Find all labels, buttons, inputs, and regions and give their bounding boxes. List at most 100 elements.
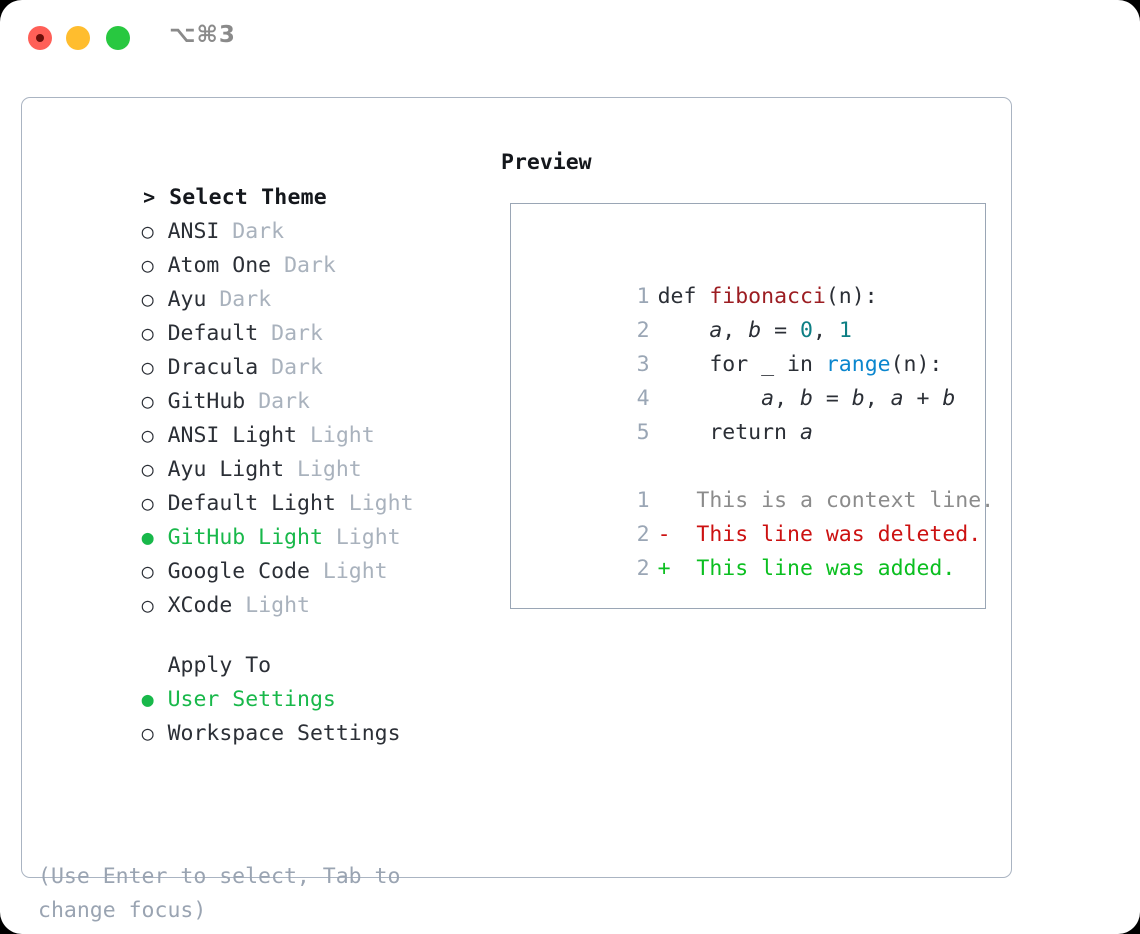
code-token: fibonacci	[709, 284, 826, 309]
diff-line-added: 2+ This line was added.	[522, 518, 977, 581]
apply-to-option-label: User Settings	[167, 687, 336, 712]
line-number: 5	[636, 420, 650, 445]
maximize-window-button[interactable]	[106, 26, 130, 50]
theme-option-label: GitHub Light	[167, 525, 323, 550]
apply-to-option-label: Workspace Settings	[167, 721, 401, 746]
theme-option-label: Google Code	[167, 559, 310, 584]
keyboard-hint-text: (Use Enter to select, Tab to change focu…	[38, 864, 401, 923]
theme-picker: >Select Theme ○ANSI Dark ○Atom One Dark …	[38, 146, 478, 746]
apply-to-user-settings[interactable]: ● User Settings	[38, 648, 478, 712]
theme-option-label: GitHub	[167, 389, 246, 414]
theme-option-label: Default Light	[167, 491, 336, 516]
code-token: ,	[812, 318, 839, 343]
code-line: 2 a, b = 0, 1	[522, 280, 977, 343]
theme-option-google-code[interactable]: ○ Google Code Light	[38, 520, 478, 584]
theme-option-ayu[interactable]: ○Ayu Dark	[38, 248, 478, 312]
preview-heading: Preview	[501, 150, 592, 175]
code-token: +	[903, 386, 943, 411]
radio-unselected-icon: ○	[141, 253, 154, 277]
theme-option-github-light[interactable]: ●GitHub Light Light	[38, 486, 478, 550]
theme-option-tag-text: Dark	[271, 355, 323, 380]
theme-option-label: Default	[167, 321, 259, 346]
theme-option-default-light[interactable]: ○ Default Light Light	[38, 452, 478, 516]
theme-option-tag	[219, 219, 232, 244]
theme-option-tag-text: Light	[245, 593, 310, 618]
theme-option-label: Ayu Light	[167, 457, 285, 482]
code-token: (n):	[825, 284, 878, 309]
code-token: a	[761, 386, 775, 411]
line-number: 4	[636, 386, 650, 411]
line-number: 2	[636, 318, 650, 343]
apply-to-heading: ○Apply To	[38, 614, 478, 678]
code-token: def	[657, 284, 710, 309]
code-token: ,	[722, 318, 749, 343]
code-token: _	[761, 352, 775, 377]
theme-option-tag-text: Dark	[284, 253, 336, 278]
code-token: in	[774, 352, 826, 377]
code-token: b	[942, 386, 956, 411]
theme-option-ansi-light[interactable]: ○ANSI Light Light	[38, 384, 478, 448]
line-number: 3	[636, 352, 650, 377]
radio-unselected-icon: ○	[141, 219, 154, 243]
keyboard-shortcut-label: ⌥⌘3	[169, 22, 236, 48]
theme-option-github[interactable]: ○ GitHub Dark	[38, 350, 478, 414]
theme-option-label: ANSI	[167, 219, 220, 244]
radio-unselected-icon: ○	[141, 287, 154, 311]
theme-option-tag-text: Light	[297, 457, 362, 482]
diff-text: This is a context line.	[696, 488, 995, 513]
diff-sign: -	[657, 522, 671, 547]
code-token	[658, 318, 710, 343]
code-token: ,	[774, 386, 800, 411]
code-line: 5 return a	[522, 382, 977, 445]
theme-option-ansi[interactable]: ○ ANSI Dark	[38, 180, 478, 244]
radio-unselected-icon: ○	[141, 355, 154, 379]
code-token: =	[761, 318, 800, 343]
code-token: for	[657, 352, 762, 377]
theme-option-atom-one[interactable]: ○Atom One Dark	[38, 214, 478, 278]
code-token: range	[825, 352, 891, 377]
theme-picker-heading-label: Select Theme	[169, 185, 327, 210]
theme-option-dracula[interactable]: ○ Dracula Dark	[38, 316, 478, 380]
radio-selected-icon: ●	[141, 687, 154, 711]
code-token: b	[799, 386, 813, 411]
code-token: (n):	[890, 352, 943, 377]
code-token: 0	[799, 318, 813, 343]
diff-sign: +	[657, 556, 671, 581]
code-line: 4 a, b = b, a + b	[522, 348, 977, 411]
minimize-window-button[interactable]	[66, 26, 90, 50]
theme-option-label: XCode	[167, 593, 233, 618]
theme-option-tag-text: Light	[335, 525, 401, 550]
code-token: b	[748, 318, 762, 343]
diff-line-context: 1 This is a context line.	[522, 450, 995, 513]
section-indent: ○	[142, 648, 168, 682]
code-line: 3 for _ in range(n):	[522, 314, 977, 377]
theme-option-label: Dracula	[167, 355, 259, 380]
close-window-glyph	[36, 34, 44, 42]
theme-option-tag-text: Dark	[219, 287, 272, 312]
line-number: 2	[636, 556, 650, 581]
theme-option-default[interactable]: ○ Default Dark	[38, 282, 478, 346]
title-bar: ⌥⌘3	[0, 0, 1140, 78]
theme-option-tag-text: Dark	[258, 389, 310, 414]
code-token: a	[709, 318, 723, 343]
theme-option-tag-text: Dark	[271, 321, 323, 346]
radio-unselected-icon: ○	[141, 321, 154, 345]
code-token: ,	[864, 386, 891, 411]
apply-to-heading-label: Apply To	[167, 653, 272, 678]
apply-to-workspace-settings[interactable]: ○Workspace Settings	[38, 682, 478, 746]
radio-unselected-icon: ○	[141, 423, 154, 447]
line-number: 2	[636, 522, 650, 547]
radio-unselected-icon: ○	[141, 457, 154, 481]
theme-option-xcode[interactable]: ○ XCode Light	[38, 554, 478, 618]
theme-option-tag-text: Dark	[232, 219, 285, 244]
radio-unselected-icon: ○	[141, 559, 154, 583]
code-token: return	[657, 420, 800, 445]
prompt-caret-icon: >	[143, 185, 156, 209]
diff-text: This line was deleted.	[696, 522, 982, 547]
radio-unselected-icon: ○	[141, 593, 154, 617]
theme-option-ayu-light[interactable]: ○ Ayu Light Light	[38, 418, 478, 482]
diff-sign	[658, 488, 671, 513]
radio-unselected-icon: ○	[141, 389, 154, 413]
